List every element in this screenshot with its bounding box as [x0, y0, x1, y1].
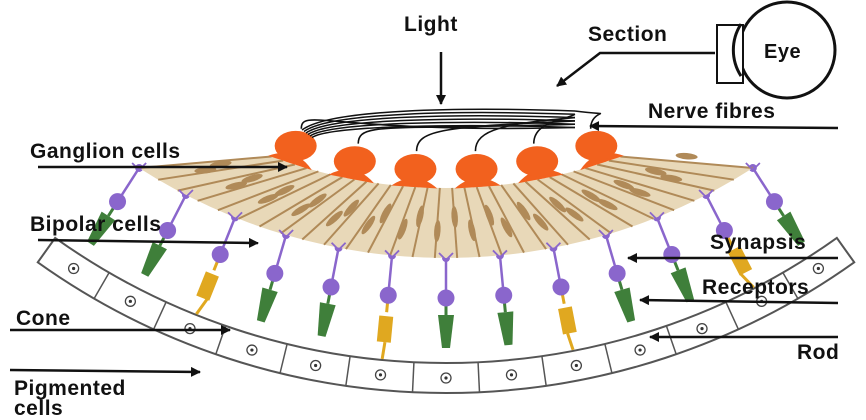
nerve-fibres-arrow [590, 126, 838, 128]
receptor-nucleus [495, 287, 512, 304]
receptor-nucleus [380, 287, 397, 304]
pigment-nucleus [510, 373, 513, 376]
bipolar-cells-label: Bipolar cells [30, 214, 161, 236]
receptor-nucleus [109, 193, 126, 210]
section-label: Section [588, 24, 667, 46]
cone-cell [671, 267, 698, 304]
ganglion-cell [575, 131, 617, 161]
receptor-nucleus [323, 279, 340, 296]
receptor-nucleus [159, 222, 176, 239]
bipolar-nucleus [675, 152, 697, 160]
pigment-nucleus [379, 373, 382, 376]
receptor-nucleus [438, 290, 455, 307]
light-label: Light [404, 14, 458, 36]
pigment-nucleus [444, 376, 447, 379]
cone-cell [497, 311, 516, 345]
rod-tail [568, 333, 573, 349]
rod-cell [558, 306, 577, 334]
receptor-nucleus [609, 265, 626, 282]
rod-cell [377, 315, 393, 342]
receptor-nucleus [663, 246, 680, 263]
ganglion-cell [456, 154, 498, 184]
cone-label: Cone [16, 308, 71, 330]
nerve-fibres-label: Nerve fibres [648, 101, 775, 123]
pigmented-arrow [10, 370, 200, 372]
pigment-nucleus [638, 348, 641, 351]
pigment-nucleus [817, 267, 820, 270]
pigment-nucleus [250, 348, 253, 351]
cone-cell [138, 242, 167, 279]
nerve-fibre-layer [301, 109, 600, 151]
ganglion-cell [516, 146, 558, 176]
receptor-nucleus [552, 279, 569, 296]
pigment-nucleus [575, 364, 578, 367]
cone-cell [614, 287, 639, 323]
cone-cell [314, 302, 336, 337]
receptor-nucleus [766, 193, 783, 210]
pigment-nucleus [700, 327, 703, 330]
receptors-label: Receptors [702, 277, 809, 299]
rod-tail [196, 299, 207, 314]
eye-label: Eye [764, 41, 801, 63]
pigment-nucleus [129, 300, 132, 303]
receptors-arrow [640, 300, 838, 303]
receptor-nucleus [212, 246, 229, 263]
rod-cell [196, 271, 219, 300]
section-arrow [557, 53, 715, 86]
cone-cell [253, 287, 278, 323]
cells-label: cells [14, 398, 63, 420]
receptor-nucleus [266, 265, 283, 282]
ganglion-cells-label: Ganglion cells [30, 141, 181, 163]
ganglion-cell [334, 146, 376, 176]
pigment-nucleus [72, 267, 75, 270]
ganglion-cell [394, 154, 436, 184]
synapsis-label: Synapsis [710, 232, 806, 254]
cone-cell [438, 315, 454, 348]
rod-label: Rod [797, 342, 839, 364]
pigment-nucleus [314, 364, 317, 367]
rod-tail [382, 342, 385, 359]
